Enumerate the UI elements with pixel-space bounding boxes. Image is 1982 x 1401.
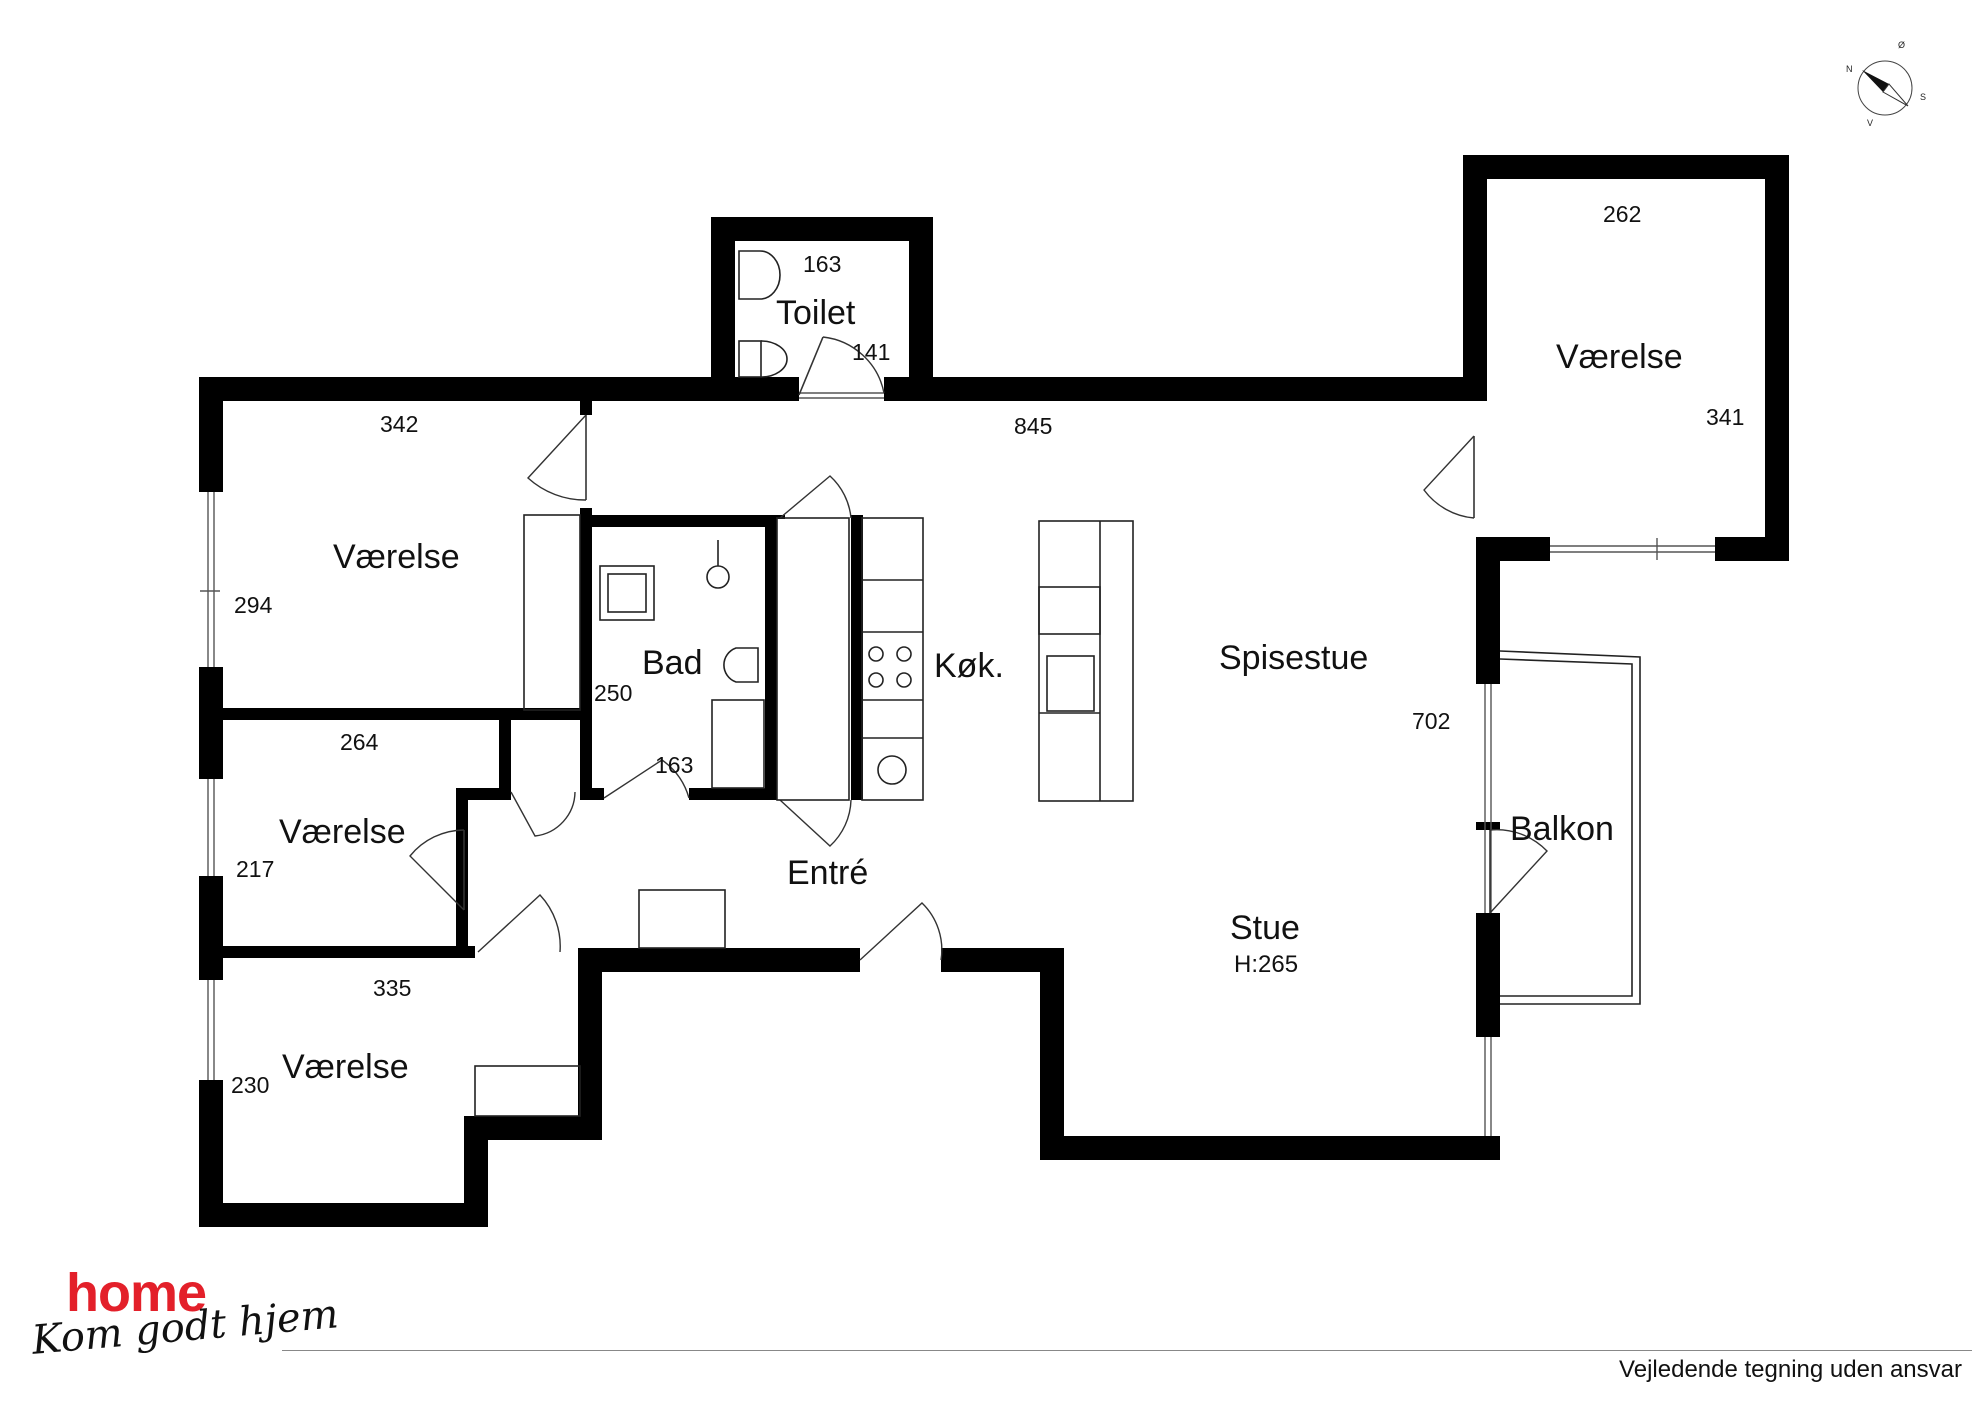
windows xyxy=(200,392,1715,1136)
footer-divider xyxy=(282,1350,1972,1351)
compass-e: Ø xyxy=(1898,40,1905,50)
island-sink xyxy=(1046,655,1095,712)
shower-head xyxy=(706,565,730,589)
entry-cabinet xyxy=(638,889,726,949)
kitchen-counter xyxy=(861,517,924,801)
kitchen-label: Køk. xyxy=(934,647,1004,685)
bedroom-ne-dim-width: 262 xyxy=(1603,201,1641,227)
balcony-railing xyxy=(1499,650,1641,1005)
compass-n: N xyxy=(1846,64,1853,74)
bedroom-w3-dim-depth: 230 xyxy=(231,1072,269,1098)
bath-toilet xyxy=(723,647,759,683)
toilet-bowl xyxy=(760,340,788,378)
compass-s: S xyxy=(1920,92,1926,102)
dining-dim-width: 845 xyxy=(1014,413,1052,439)
toilet-label: Toilet xyxy=(776,294,856,332)
bedroom-w2-label: Værelse xyxy=(279,813,406,851)
toilet-sink xyxy=(738,250,781,300)
brand-logo: home xyxy=(66,1263,207,1323)
bedroom-ne-label: Værelse xyxy=(1556,338,1683,376)
bath-dim-width: 163 xyxy=(655,752,693,778)
bedroom-w1-dim-depth: 294 xyxy=(234,592,273,618)
wardrobe xyxy=(523,514,581,711)
bedroom-ne-dim-depth: 341 xyxy=(1706,404,1744,430)
dining-dim-depth: 702 xyxy=(1412,708,1450,734)
bedroom-w3-label: Værelse xyxy=(282,1048,409,1086)
closet-w3 xyxy=(474,1065,581,1117)
bedroom-w1-dim-width: 342 xyxy=(380,411,418,437)
fixtures xyxy=(474,250,1134,1117)
disclaimer-text: Vejledende tegning uden ansvar xyxy=(1619,1356,1962,1383)
bath-sink xyxy=(711,699,765,789)
toilet-dim-depth: 141 xyxy=(852,339,890,365)
washer xyxy=(599,565,655,621)
stove-burner xyxy=(868,646,884,662)
toilet-dim-width: 163 xyxy=(803,251,841,277)
kitchen-island xyxy=(1038,520,1134,802)
walls xyxy=(199,155,1789,1227)
entry-label: Entré xyxy=(787,854,868,892)
balcony-label: Balkon xyxy=(1510,810,1614,848)
bedroom-w3-dim-width: 335 xyxy=(373,975,411,1001)
bedroom-w2-dim-depth: 217 xyxy=(236,856,274,882)
living-height: H:265 xyxy=(1234,951,1298,978)
compass-w: V xyxy=(1867,118,1873,128)
room-labels: 163 Toilet 141 262 Værelse 341 342 Værel… xyxy=(231,201,1744,1098)
dining-label: Spisestue xyxy=(1219,639,1368,677)
bath-label: Bad xyxy=(642,644,703,682)
compass-icon: N Ø S V xyxy=(1846,40,1926,128)
bath-dim-depth: 250 xyxy=(594,680,632,706)
fan-icon xyxy=(877,755,907,785)
bedroom-w1-label: Værelse xyxy=(333,538,460,576)
bedroom-w2-dim-width: 264 xyxy=(340,729,379,755)
living-label: Stue xyxy=(1230,909,1300,947)
doors xyxy=(409,336,1548,961)
